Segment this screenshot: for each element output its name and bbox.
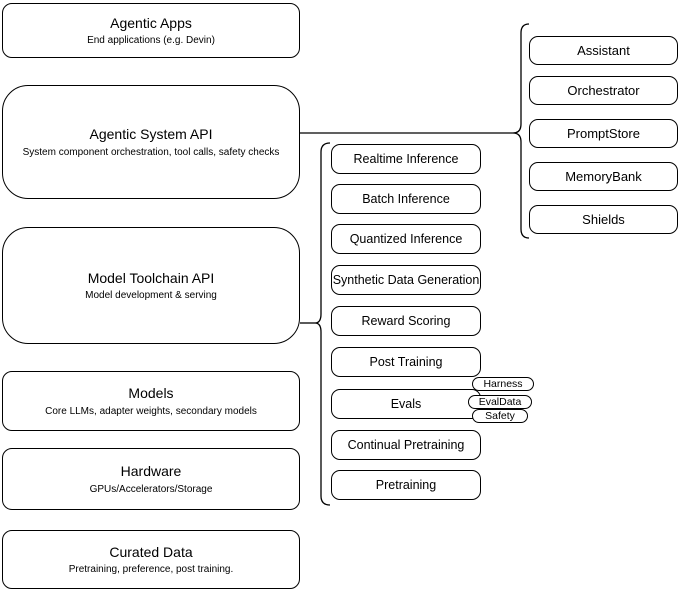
node-continual-pretraining: Continual Pretraining: [331, 430, 481, 460]
node-subtitle: Pretraining, preference, post training.: [68, 564, 234, 576]
node-subtitle: Model development & serving: [85, 290, 217, 302]
toolchain-services-brace: [314, 142, 331, 506]
node-label: Evals: [390, 397, 422, 411]
node-assistant: Assistant: [529, 36, 678, 65]
node-post-training: Post Training: [331, 347, 481, 377]
node-title: Curated Data: [109, 543, 193, 560]
node-batch-inference: Batch Inference: [331, 184, 481, 214]
node-label: Orchestrator: [567, 83, 640, 98]
node-label: Assistant: [577, 43, 630, 58]
node-label: Reward Scoring: [361, 314, 451, 328]
node-subtitle: Core LLMs, adapter weights, secondary mo…: [45, 405, 257, 417]
node-label: Continual Pretraining: [347, 438, 465, 452]
tag-safety: Safety: [472, 409, 528, 423]
node-title: Agentic System API: [89, 126, 213, 143]
node-shields: Shields: [529, 205, 678, 234]
node-models: Models Core LLMs, adapter weights, secon…: [2, 371, 300, 431]
node-quantized-inference: Quantized Inference: [331, 224, 481, 254]
node-agentic-apps: Agentic Apps End applications (e.g. Devi…: [2, 3, 300, 58]
node-title: Models: [128, 385, 174, 402]
node-memorybank: MemoryBank: [529, 162, 678, 191]
node-promptstore: PromptStore: [529, 119, 678, 148]
tag-evaldata: EvalData: [468, 395, 532, 409]
system-components-brace: [512, 23, 530, 239]
node-label: MemoryBank: [565, 169, 642, 184]
node-label: PromptStore: [567, 126, 640, 141]
node-pretraining: Pretraining: [331, 470, 481, 500]
node-label: Batch Inference: [362, 192, 450, 206]
node-title: Agentic Apps: [110, 14, 192, 31]
node-evals: Evals: [331, 389, 481, 419]
node-title: Hardware: [120, 463, 182, 480]
node-label: Post Training: [369, 355, 443, 369]
node-realtime-inference: Realtime Inference: [331, 144, 481, 174]
node-label: Shields: [582, 212, 625, 227]
node-title: Model Toolchain API: [87, 269, 215, 286]
node-model-toolchain-api: Model Toolchain API Model development & …: [2, 227, 300, 344]
tag-label: Safety: [485, 409, 515, 422]
tag-label: EvalData: [478, 395, 522, 408]
tag-harness: Harness: [472, 377, 534, 391]
node-label: Realtime Inference: [353, 152, 459, 166]
node-hardware: Hardware GPUs/Accelerators/Storage: [2, 448, 300, 510]
node-synthetic-data-generation: Synthetic Data Generation: [331, 265, 481, 295]
node-label: Synthetic Data Generation: [332, 273, 480, 287]
node-label: Quantized Inference: [349, 232, 463, 246]
node-subtitle: System component orchestration, tool cal…: [22, 146, 280, 158]
node-subtitle: End applications (e.g. Devin): [87, 35, 215, 47]
node-curated-data: Curated Data Pretraining, preference, po…: [2, 530, 300, 589]
tag-label: Harness: [483, 377, 523, 390]
node-subtitle: GPUs/Accelerators/Storage: [89, 483, 213, 495]
node-reward-scoring: Reward Scoring: [331, 306, 481, 336]
node-orchestrator: Orchestrator: [529, 76, 678, 105]
node-label: Pretraining: [375, 478, 437, 492]
node-agentic-system-api: Agentic System API System component orch…: [2, 85, 300, 199]
